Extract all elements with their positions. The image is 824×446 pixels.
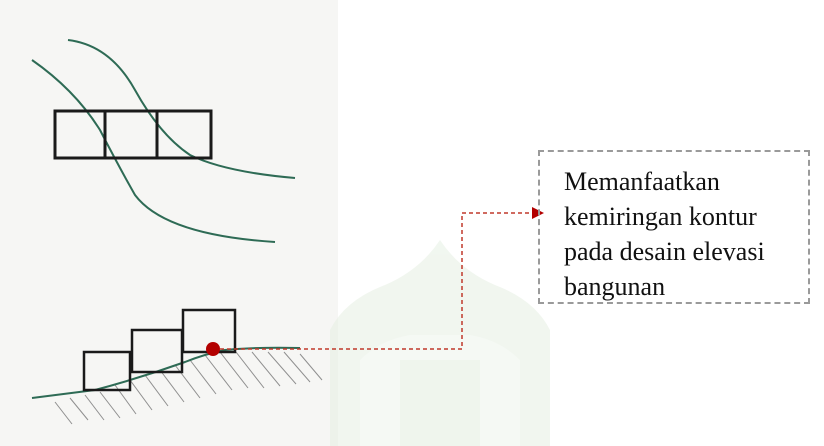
contour-line-lower <box>31 59 276 243</box>
watermark-emblem <box>330 240 550 446</box>
contour-line-upper <box>67 39 296 179</box>
paper-scan <box>0 0 338 446</box>
plan-box-3 <box>155 109 213 160</box>
plan-view-sketch <box>31 39 296 243</box>
annotation-text: Memanfaatkan kemiringan kontur pada desa… <box>564 167 765 301</box>
elevation-box-1 <box>82 350 132 392</box>
marker-dot <box>206 342 220 356</box>
elevation-sketch <box>31 308 323 425</box>
annotation-box: Memanfaatkan kemiringan kontur pada desa… <box>538 150 810 304</box>
ground-hatching <box>54 351 323 425</box>
leader-line <box>213 212 532 350</box>
ground-slope-line <box>31 346 301 399</box>
